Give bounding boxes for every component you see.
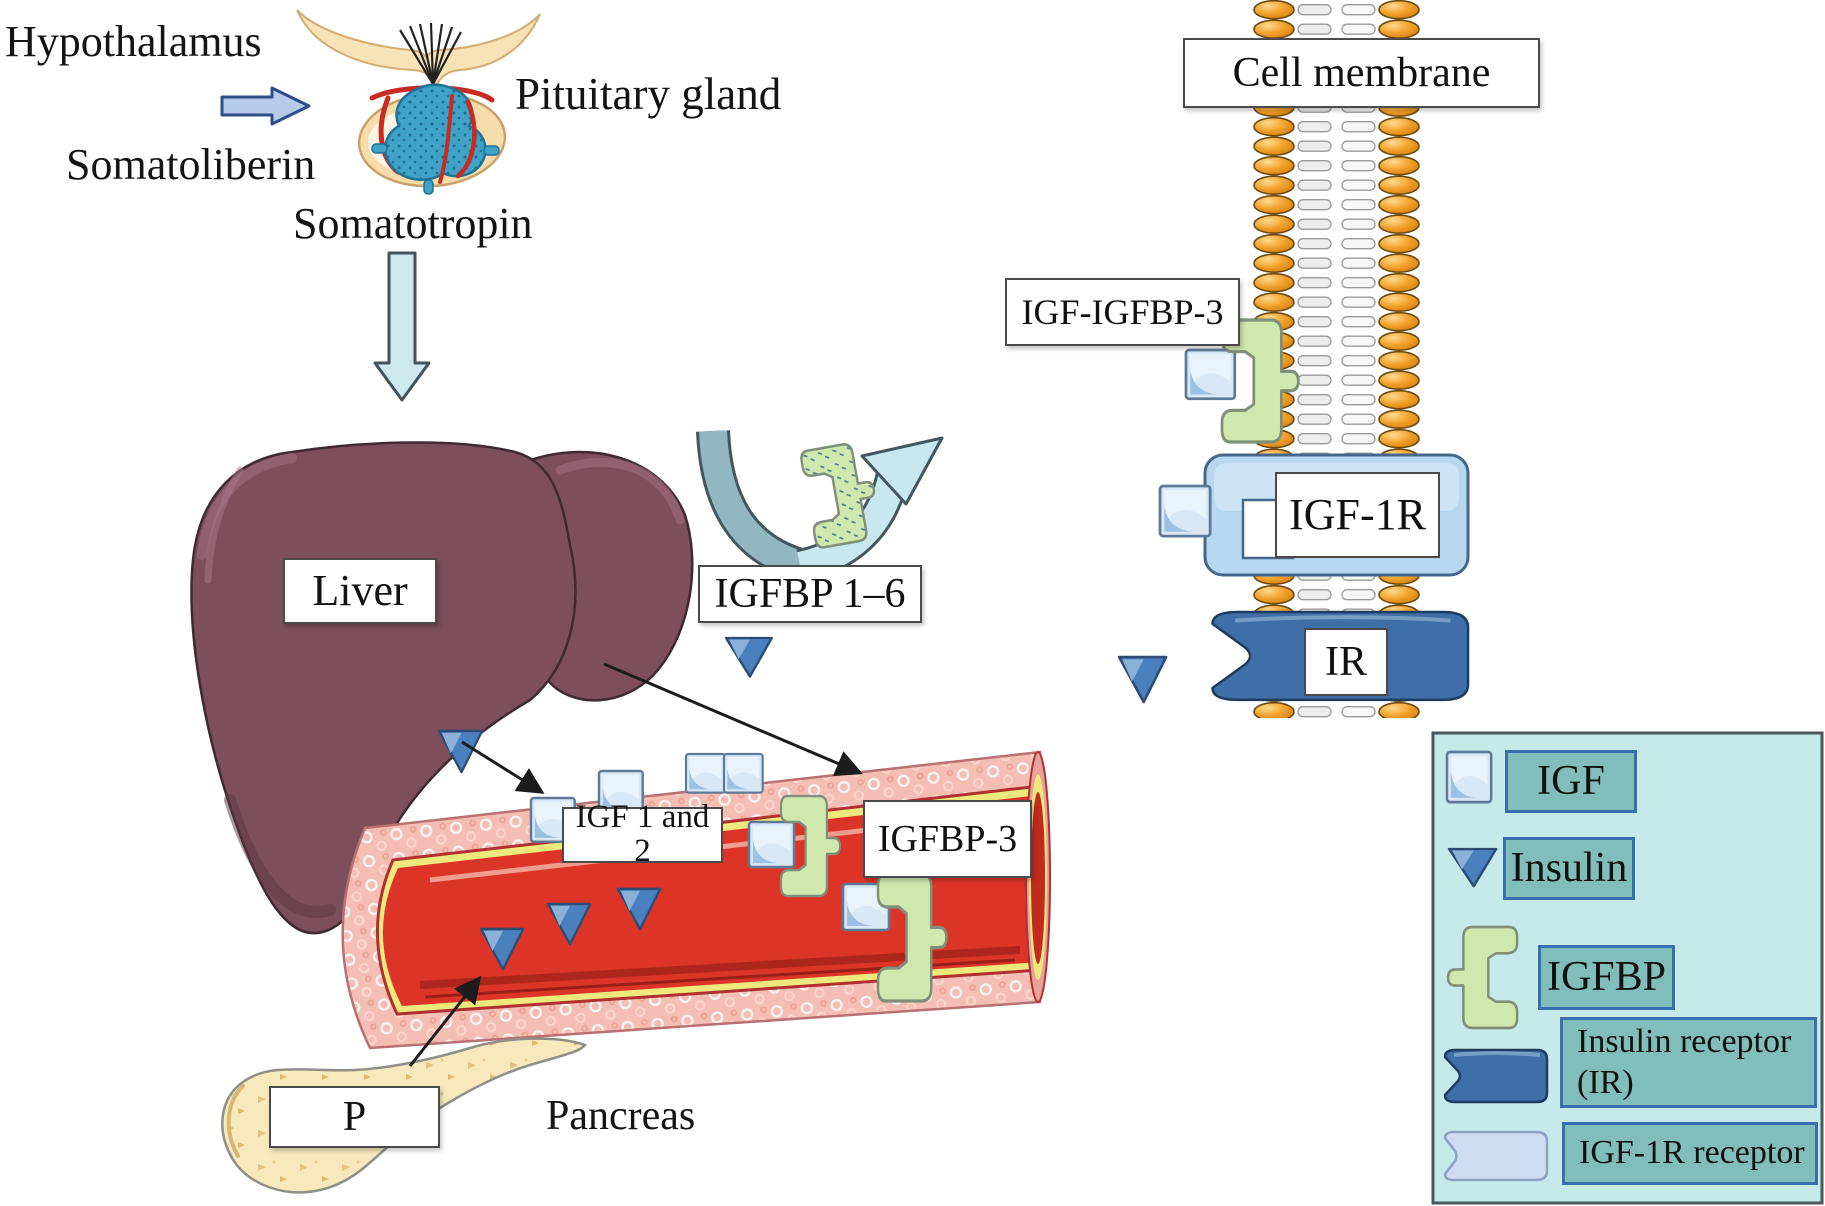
legend-item-igf: IGF — [1505, 750, 1637, 813]
liver-to-igfbp3-arrow — [603, 662, 863, 776]
legend-item-igfbp: IGFBP — [1538, 945, 1675, 1010]
pituitary-illustration — [296, 9, 541, 195]
somatoliberin-label: Somatoliberin — [66, 140, 316, 189]
pituitary-gland-shape — [383, 83, 487, 181]
legend-item-insulin: Insulin — [1503, 837, 1635, 900]
pituitary-gland-label: Pituitary gland — [515, 69, 782, 119]
ir-box-label: IR — [1304, 628, 1388, 696]
igfbp-recycle-arrow — [696, 430, 944, 584]
igf-1r-box-label: IGF-1R — [1275, 472, 1440, 558]
cell-membrane-box-label: Cell membrane — [1183, 38, 1540, 108]
igf-square-icon — [1445, 750, 1493, 804]
artery-stalk — [438, 94, 454, 184]
gland-nub-left — [371, 143, 388, 154]
igf-square-icon — [722, 752, 764, 794]
liver-box-label: Liver — [283, 558, 437, 624]
igfbp-3-box-label: IGFBP-3 — [863, 800, 1032, 878]
insulin-receptor-icon — [1443, 1048, 1549, 1104]
igf1r-receptor-icon — [1443, 1130, 1549, 1182]
pancreas-p-box-label: P — [269, 1086, 440, 1148]
artery-right — [455, 99, 477, 179]
insulin-triangle-icon — [724, 636, 774, 678]
nerve-fibers — [399, 22, 462, 85]
igf-square-icon — [1158, 484, 1212, 538]
legend-item-igf1r-receptor: IGF-1R receptor — [1562, 1122, 1818, 1185]
igf-square-icon — [1184, 348, 1237, 401]
igf-square-icon — [684, 752, 726, 794]
blood-vessel — [341, 750, 1051, 1050]
hypothalamus-label: Hypothalamus — [5, 17, 262, 66]
legend-item-insulin-receptor: Insulin receptor (IR) — [1560, 1017, 1817, 1108]
somatotropin-label: Somatotropin — [293, 199, 533, 248]
igf-1-and-2-box-label: IGF 1 and 2 — [562, 801, 723, 868]
somatoliberin-arrow — [220, 86, 311, 126]
pancreas-to-vessel-arrow — [408, 975, 482, 1067]
pancreas-label: Pancreas — [546, 1093, 696, 1139]
gland-nub-bottom — [423, 179, 434, 195]
somatotropin-arrow — [373, 251, 431, 402]
igfbp-1-6-box-label: IGFBP 1–6 — [698, 565, 922, 623]
liver-to-igf-arrow — [461, 740, 545, 794]
gland-nub-right — [483, 145, 500, 156]
igf-igfbp-3-box-label: IGF-IGFBP-3 — [1005, 278, 1240, 346]
igf-square-icon — [747, 820, 796, 869]
insulin-triangle-icon — [1117, 655, 1168, 704]
recycle-arrowhead — [860, 436, 944, 506]
